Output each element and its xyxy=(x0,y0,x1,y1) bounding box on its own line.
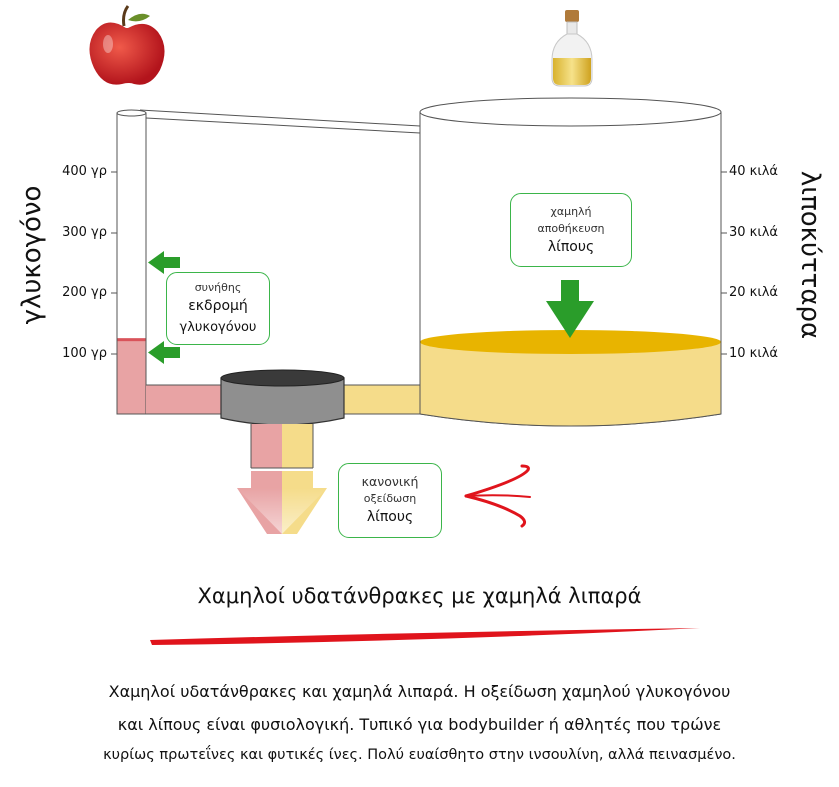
left-tick-label: 200 γρ xyxy=(62,285,107,300)
box-line: εκδρομή xyxy=(188,298,248,314)
fat-pipe xyxy=(342,384,420,415)
box-line: λίπους xyxy=(366,509,414,525)
right-tick-label: 20 κιλά xyxy=(729,285,778,300)
central-valve xyxy=(220,369,345,426)
glycogen-fill xyxy=(117,339,146,414)
oxidation-arrow-icon xyxy=(464,464,531,528)
box-line: χαμηλή xyxy=(550,204,592,218)
right-tick-label: 40 κιλά xyxy=(729,164,778,179)
glycogen-level-line xyxy=(117,338,146,342)
box-line: λίπους xyxy=(547,238,595,255)
fat-fill xyxy=(420,342,721,426)
left-axis-ticks xyxy=(111,171,117,355)
box-line: γλυκογόνου xyxy=(179,320,257,335)
description-line: και λίπους είναι φυσιολογική. Τυπικό για… xyxy=(117,715,722,734)
box-line: κανονική xyxy=(361,474,419,489)
oil-bottle-icon xyxy=(551,10,593,87)
description-line: Χαμηλοί υδατάνθρακες και χαμηλά λιπαρά. … xyxy=(108,682,731,701)
right-tick-label: 30 κιλά xyxy=(729,225,778,240)
glycogen-in-arrow-icon xyxy=(148,341,180,364)
left-tick-label: 100 γρ xyxy=(62,346,107,361)
outlet-pipe xyxy=(250,424,314,469)
left-tick-label: 300 γρ xyxy=(62,225,107,240)
glycogen-out-arrow-icon xyxy=(148,251,180,274)
left-tick-label: 400 γρ xyxy=(62,164,107,179)
fat-level-surface xyxy=(420,330,721,354)
glycogen-tube xyxy=(116,109,147,415)
box-line: συνήθης xyxy=(194,281,242,294)
diagram-title: Χαμηλοί υδατάνθρακες με χαμηλά λιπαρά xyxy=(197,584,642,608)
glycogen-pipe xyxy=(117,384,224,415)
fat-cell-container xyxy=(419,97,722,427)
right-axis-ticks xyxy=(721,171,727,355)
left-axis-label: γλυκογόνο xyxy=(17,185,47,325)
box-line: οξείδωση xyxy=(363,492,417,505)
fat-storage-box: χαμηλή αποθήκευση λίπους xyxy=(510,193,632,267)
glycogen-excursion-box: συνήθης εκδρομή γλυκογόνου xyxy=(166,272,270,345)
title-underline xyxy=(150,628,700,645)
top-connector-tube xyxy=(139,109,421,134)
right-tick-label: 10 κιλά xyxy=(729,346,778,361)
fat-oxidation-box: κανονική οξείδωση λίπους xyxy=(338,463,442,538)
right-axis-label: λιποκύτταρα xyxy=(795,170,825,340)
apple-icon xyxy=(89,5,165,85)
description-line: κυρίως πρωτεΐνες και φυτικές ίνες. Πολύ … xyxy=(103,747,736,763)
output-arrow xyxy=(237,471,327,534)
box-line: αποθήκευση xyxy=(537,221,605,235)
fat-storage-arrow-icon xyxy=(546,280,594,338)
